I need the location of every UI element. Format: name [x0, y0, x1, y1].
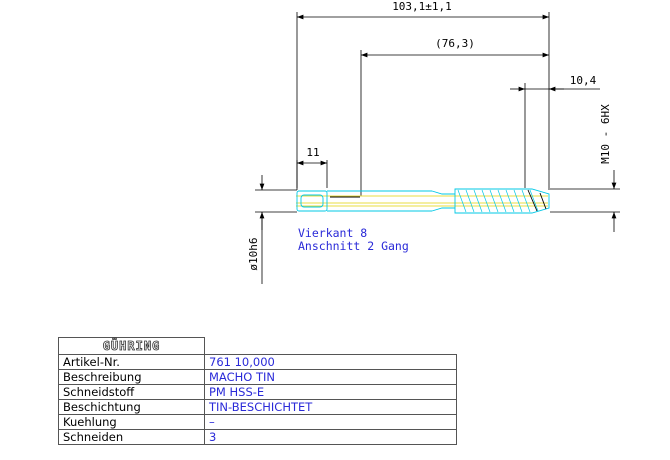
- table-row: Artikel-Nr. 761 10,000: [58, 354, 457, 370]
- note-chamfer: Anschnitt 2 Gang: [298, 239, 409, 253]
- row-value: TIN-BESCHICHTET: [204, 399, 457, 415]
- row-value: –: [204, 414, 457, 430]
- table-row: Schneidstoff PM HSS-E: [58, 384, 457, 400]
- brand-logo: GÜHRING: [58, 337, 205, 355]
- square-length-dimension: [296, 160, 328, 188]
- table-row: Kuehlung –: [58, 414, 457, 430]
- square-length-label: 11: [306, 146, 319, 159]
- title-block: GÜHRING Artikel-Nr. 761 10,000 Beschreib…: [58, 337, 457, 445]
- row-label: Kuehlung: [58, 414, 205, 430]
- overall-length-label: 103,1±1,1: [392, 0, 452, 13]
- row-value: PM HSS-E: [204, 384, 457, 400]
- thread-length-dimension: [510, 83, 600, 188]
- shank-diameter-label: ø10h6: [247, 237, 260, 270]
- row-label: Beschreibung: [58, 369, 205, 385]
- row-value: 3: [204, 429, 457, 445]
- reference-length-label: (76,3): [435, 37, 475, 50]
- row-label: Beschichtung: [58, 399, 205, 415]
- row-label: Schneiden: [58, 429, 205, 445]
- row-label: Artikel-Nr.: [58, 354, 205, 370]
- tap-outline: [296, 188, 550, 214]
- note-square-size: Vierkant 8: [298, 226, 367, 240]
- reference-length-dimension: [360, 50, 549, 196]
- row-value: MACHO TIN: [204, 369, 457, 385]
- table-row: Beschichtung TIN-BESCHICHTET: [58, 399, 457, 415]
- shank-diameter-dimension: [255, 175, 297, 284]
- title-block-header: GÜHRING: [58, 337, 457, 355]
- thread-spec-label: M10 - 6HX: [599, 104, 612, 164]
- thread-length-label: 10,4: [570, 74, 597, 87]
- table-row: Beschreibung MACHO TIN: [58, 369, 457, 385]
- table-row: Schneiden 3: [58, 429, 457, 445]
- thread-spec-dimension: [550, 170, 620, 232]
- overall-length-dimension: [296, 12, 550, 190]
- row-label: Schneidstoff: [58, 384, 205, 400]
- row-value: 761 10,000: [204, 354, 457, 370]
